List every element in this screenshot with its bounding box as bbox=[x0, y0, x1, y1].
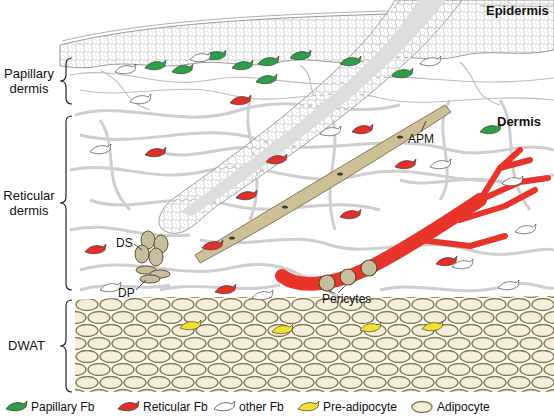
fibroblast bbox=[436, 256, 457, 266]
part-label: APM bbox=[408, 132, 434, 147]
legend-item: Papillary Fb bbox=[4, 400, 94, 414]
adipocyte-layer bbox=[75, 296, 554, 392]
fibroblast-swatch bbox=[214, 401, 235, 411]
fibroblast bbox=[515, 224, 536, 234]
cell bbox=[135, 245, 149, 263]
fibroblast bbox=[172, 64, 193, 74]
legend-swatch bbox=[4, 400, 28, 414]
pericytes bbox=[319, 260, 377, 291]
layer-label: Papillary dermis bbox=[0, 66, 58, 96]
fibroblast bbox=[85, 244, 106, 254]
pericyte bbox=[361, 260, 377, 276]
pericyte bbox=[340, 269, 356, 285]
nucleus bbox=[397, 135, 403, 138]
nucleus bbox=[229, 236, 235, 239]
fibroblast bbox=[266, 154, 287, 164]
fibroblast bbox=[202, 240, 223, 250]
apm-nuclei bbox=[229, 135, 403, 239]
pre-adipocytes bbox=[180, 320, 443, 334]
fibroblast bbox=[236, 190, 257, 200]
fibroblast bbox=[130, 94, 151, 104]
fibroblast bbox=[320, 126, 341, 136]
fibroblast bbox=[430, 159, 451, 169]
legend-text: Pre-adipocyte bbox=[323, 400, 397, 414]
ds-dp-cells bbox=[135, 231, 170, 283]
epidermis-layer bbox=[60, 0, 554, 68]
fibroblast bbox=[115, 64, 136, 74]
stratum-corneum bbox=[62, 6, 554, 41]
legend-text: Reticular Fb bbox=[143, 400, 208, 414]
fibroblast bbox=[258, 56, 279, 66]
fibroblast bbox=[190, 52, 211, 62]
other-fibroblasts bbox=[90, 52, 536, 300]
fibroblast bbox=[452, 259, 473, 269]
reticular-fibroblasts bbox=[85, 95, 457, 294]
legend-item: Adipocyte bbox=[410, 400, 490, 414]
fibroblast-swatch bbox=[298, 401, 319, 411]
fibroblast bbox=[145, 60, 166, 70]
leader-lines bbox=[134, 121, 426, 293]
fibroblast bbox=[215, 284, 236, 294]
fibroblast bbox=[256, 74, 277, 84]
part-label: DP bbox=[118, 286, 135, 301]
fibroblast-swatch bbox=[118, 401, 139, 411]
part-label: DS bbox=[116, 236, 133, 251]
legend-swatch bbox=[212, 400, 236, 414]
fibroblast bbox=[395, 159, 416, 169]
legend-swatch bbox=[116, 400, 140, 414]
layer-label: DWAT bbox=[8, 338, 45, 353]
cell bbox=[140, 275, 160, 283]
fibroblast bbox=[230, 95, 251, 105]
fibroblast bbox=[90, 144, 111, 154]
fibroblast bbox=[145, 147, 166, 157]
cell bbox=[149, 248, 163, 266]
part-label: Pericytes bbox=[322, 292, 371, 307]
pre-adipocyte bbox=[272, 324, 293, 334]
fibroblast bbox=[498, 280, 519, 290]
vessel-branches bbox=[420, 150, 548, 246]
pre-adipocyte bbox=[422, 321, 443, 331]
layer-label: Epidermis bbox=[486, 3, 549, 18]
fibroblast-swatch bbox=[6, 401, 27, 411]
fibroblast bbox=[340, 209, 361, 219]
fibroblast bbox=[252, 290, 273, 300]
fibroblast bbox=[290, 50, 311, 60]
pericyte bbox=[319, 275, 335, 291]
pre-adipocyte bbox=[360, 322, 381, 332]
adipocyte-swatch bbox=[412, 402, 432, 413]
legend-text: Papillary Fb bbox=[31, 400, 94, 414]
layer-label: Reticular dermis bbox=[0, 188, 58, 218]
papillary-fibroblasts bbox=[145, 50, 501, 134]
fibroblast bbox=[392, 68, 413, 78]
nucleus bbox=[337, 172, 343, 175]
layer-label: Dermis bbox=[497, 114, 541, 129]
legend-text: Adipocyte bbox=[437, 400, 490, 414]
fibroblast bbox=[232, 60, 253, 70]
legend-swatch bbox=[410, 400, 434, 414]
legend-item: Reticular Fb bbox=[116, 400, 208, 414]
nucleus bbox=[282, 205, 288, 208]
pre-adipocyte bbox=[180, 320, 201, 330]
fibroblast bbox=[100, 282, 121, 292]
layer-brackets bbox=[60, 58, 72, 392]
legend-text: other Fb bbox=[239, 400, 284, 414]
fibroblast bbox=[502, 176, 523, 186]
fibroblast bbox=[352, 124, 373, 134]
legend-item: Pre-adipocyte bbox=[296, 400, 397, 414]
fibroblast bbox=[420, 56, 441, 66]
legend-swatch bbox=[296, 400, 320, 414]
fibroblast bbox=[340, 56, 361, 66]
legend-item: other Fb bbox=[212, 400, 284, 414]
